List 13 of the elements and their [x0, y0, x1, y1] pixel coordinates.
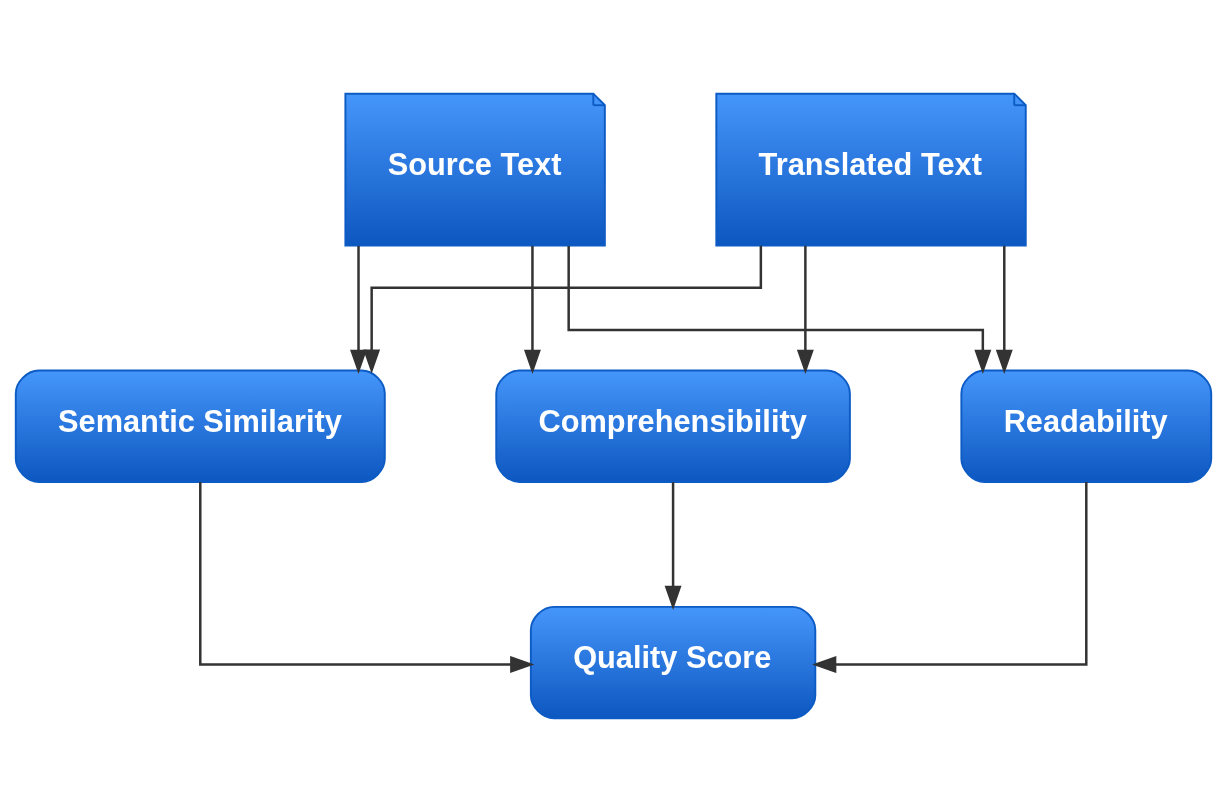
arrow: [796, 245, 814, 374]
node-box: Comprehensibility: [495, 369, 851, 483]
arrow: [995, 245, 1013, 374]
arrow: [199, 481, 535, 673]
arrow: [567, 245, 992, 374]
node-box: Quality Score: [529, 605, 817, 719]
arrow: [812, 481, 1088, 673]
arrow: [664, 481, 682, 610]
arrow: [350, 245, 367, 374]
arrow: [523, 245, 541, 374]
arrow: [363, 245, 763, 374]
node-box: Semantic Similarity: [14, 369, 386, 483]
node-box: Readability: [960, 369, 1213, 483]
